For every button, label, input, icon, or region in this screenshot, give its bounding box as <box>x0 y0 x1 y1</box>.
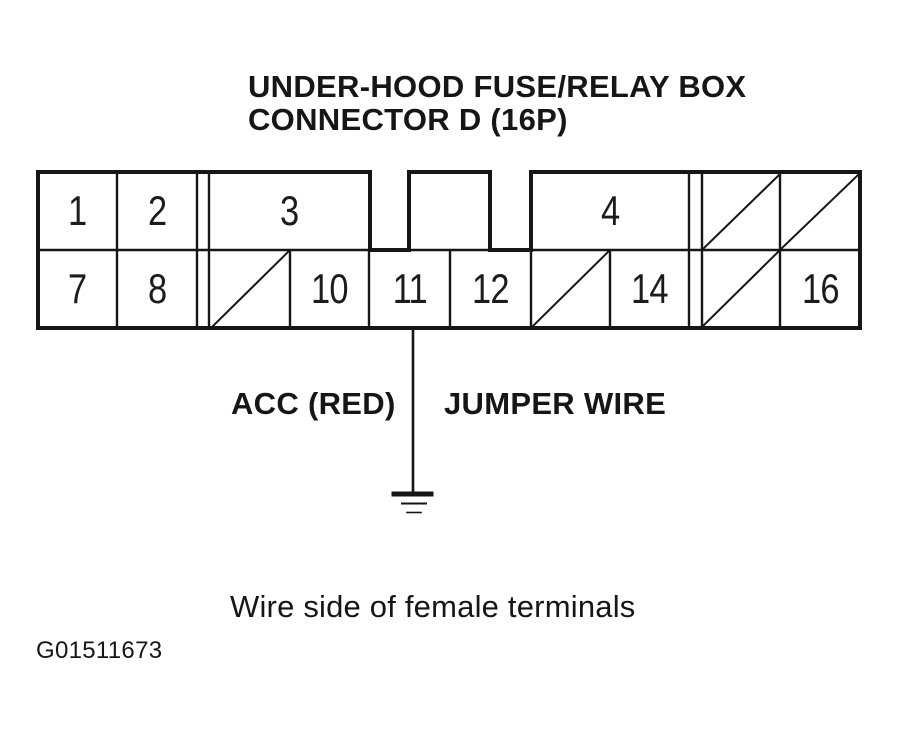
connector-grid-lines <box>36 170 862 330</box>
pin-cell-3: 3 <box>209 172 370 250</box>
pin-label: 4 <box>600 187 620 234</box>
jumper-wire-label: JUMPER WIRE <box>444 386 667 421</box>
pin-cell-4: 4 <box>531 172 689 250</box>
pin-label: 12 <box>472 265 509 312</box>
pin-cell-14: 14 <box>610 250 689 328</box>
pin-cell-7: 7 <box>38 250 117 328</box>
pin-cell-11: 11 <box>369 250 450 328</box>
pin-label: 8 <box>147 265 167 312</box>
pin-label: 7 <box>68 265 87 312</box>
acc-wire-label: ACC (RED) <box>231 386 396 421</box>
unused-cavity-slash-marks <box>211 173 860 328</box>
pin-label: 1 <box>68 187 87 234</box>
ground-icon <box>391 491 434 514</box>
wire-side-caption: Wire side of female terminals <box>230 589 636 624</box>
figure-id: G01511673 <box>36 637 163 664</box>
pin-cell-10: 10 <box>290 250 369 328</box>
diagram-title-line2: CONNECTOR D (16P) <box>248 102 568 137</box>
pin-cell-12: 12 <box>450 250 531 328</box>
pin-cell-8: 8 <box>117 250 197 328</box>
pin-label: 16 <box>801 265 839 312</box>
diagram-title: UNDER-HOOD FUSE/RELAY BOX CONNECTOR D (1… <box>248 70 746 136</box>
pin-label: 11 <box>392 265 427 312</box>
pin-cell-16: 16 <box>780 250 860 328</box>
pin-label: 10 <box>311 265 348 312</box>
diagram-title-line1: UNDER-HOOD FUSE/RELAY BOX <box>248 69 747 104</box>
pin-label: 14 <box>631 265 668 312</box>
pin-label: 3 <box>280 187 299 234</box>
pin-label: 2 <box>147 187 167 234</box>
pin-cell-2: 2 <box>117 172 197 250</box>
pin-cell-1: 1 <box>38 172 117 250</box>
